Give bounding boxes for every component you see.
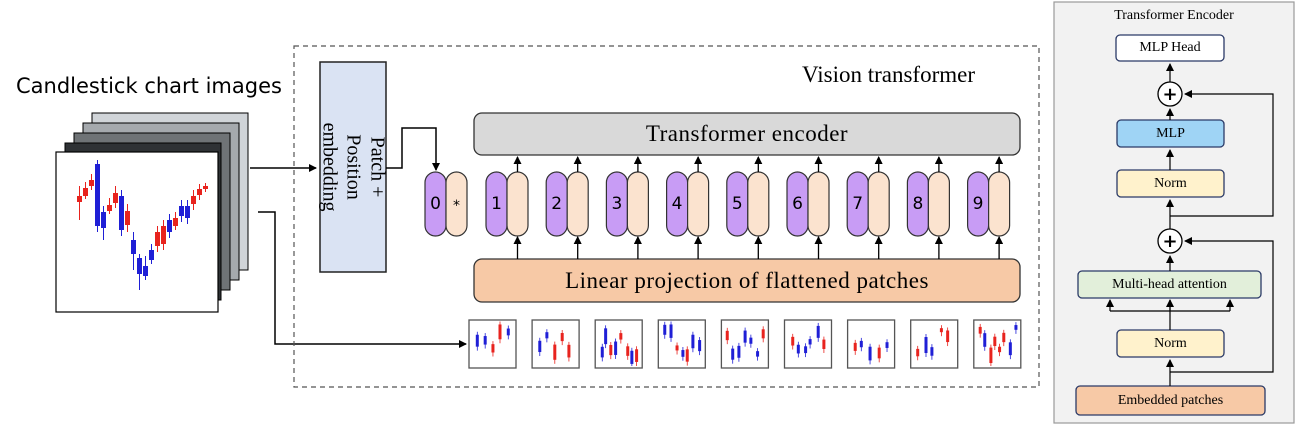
token-pair-4	[665, 156, 710, 259]
front-candle-body-10	[137, 258, 142, 274]
patch-thumb-5	[720, 319, 770, 369]
token-pair-1	[485, 156, 529, 259]
patch-embedding-label-wrap: Patch + Position embedding	[318, 62, 389, 272]
front-candle-body-12	[149, 250, 154, 260]
position-embedding-9	[987, 171, 1011, 237]
patch-thumb-8	[910, 319, 959, 369]
token-label-1: 1	[491, 194, 502, 214]
patch-thumb-6	[783, 319, 833, 369]
encoder-panel-bg	[1053, 1, 1295, 424]
position-embedding-5	[747, 171, 770, 237]
front-candle-body-21	[203, 186, 208, 189]
token-pair-6	[786, 156, 830, 259]
patch-embedding-label: Patch + Position embedding	[318, 122, 389, 212]
plus-bottom-symbol: +	[1162, 230, 1178, 252]
patch-thumb-2	[531, 319, 580, 369]
token-label-6: 6	[792, 194, 803, 214]
token-label-4: 4	[671, 194, 683, 214]
token-pair-0	[424, 171, 468, 237]
patch-thumb-9	[973, 319, 1022, 369]
stack-arrows	[250, 164, 467, 348]
token-pair-9	[966, 156, 1011, 259]
token-pair-3	[605, 156, 650, 259]
token-pair-5	[726, 156, 770, 259]
token-label-0: 0	[430, 194, 441, 214]
front-candle-body-5	[107, 205, 112, 211]
encoder-detail-panel	[1053, 1, 1295, 424]
token-pair-7	[846, 156, 890, 259]
front-candle-body-6	[113, 193, 118, 203]
token-label-7: 7	[852, 194, 864, 214]
patch-thumb-4	[657, 319, 706, 369]
front-candle-body-17	[179, 206, 184, 216]
token-label-2: 2	[551, 194, 563, 214]
front-candle-body-11	[143, 266, 148, 276]
arrow-to-patches	[258, 211, 467, 348]
vision-transformer-title: Vision transformer	[802, 62, 975, 87]
front-candle-body-20	[197, 189, 202, 195]
token-label-9: 9	[972, 194, 984, 214]
front-candle-body-8	[125, 211, 130, 225]
front-candle-body-14	[161, 226, 166, 244]
position-embedding-4	[686, 171, 710, 237]
mlp-label: MLP	[1156, 125, 1185, 141]
front-candle-body-13	[155, 232, 160, 246]
encoder-label: Transformer encoder	[645, 121, 849, 146]
patch-thumb-1	[468, 319, 517, 369]
position-embedding-1	[506, 171, 529, 237]
projection-label: Linear projection of flattened patches	[565, 267, 929, 293]
patch-thumb-7	[846, 319, 896, 369]
front-candle-body-2	[89, 180, 94, 186]
plus-top-symbol: +	[1162, 83, 1178, 105]
front-candle-body-7	[119, 196, 124, 230]
token-label-3: 3	[611, 194, 623, 214]
patch-thumb-3	[594, 319, 643, 369]
attention-label: Multi-head attention	[1112, 276, 1227, 292]
token-row	[424, 156, 1011, 259]
front-candle-body-4	[101, 212, 106, 228]
front-chart-image	[55, 151, 219, 313]
front-candle-body-15	[167, 220, 172, 232]
patch-thumbnails	[468, 319, 1022, 369]
class-token-marker: *	[453, 198, 460, 214]
norm-top-label: Norm	[1154, 175, 1187, 191]
mlp-head-label: MLP Head	[1139, 40, 1201, 55]
token-pair-2	[545, 156, 589, 259]
mlp-head-box	[1115, 34, 1225, 62]
position-embedding-2	[566, 171, 589, 237]
arrow-embedding-to-class-token	[386, 127, 440, 171]
front-candle-body-16	[173, 218, 178, 226]
front-candle-body-0	[77, 196, 82, 202]
encoder-detail-title: Transformer Encoder	[1114, 8, 1234, 23]
front-candle-body-9	[131, 240, 136, 254]
linear-projection-bar	[473, 258, 1021, 303]
front-candle-body-3	[95, 164, 100, 226]
token-label-5: 5	[731, 194, 743, 214]
position-embedding-3	[626, 171, 650, 237]
token-pair-8	[906, 156, 951, 259]
norm-bottom-label: Norm	[1154, 335, 1187, 351]
transformer-encoder-bar	[473, 112, 1021, 156]
vision-transformer-frame	[293, 45, 1040, 388]
position-embedding-6	[807, 171, 830, 237]
position-embedding-8	[927, 171, 951, 237]
front-candle-body-18	[185, 206, 190, 218]
front-candlestick-chart	[77, 160, 208, 290]
position-embedding-0	[445, 171, 468, 237]
position-embedding-7	[867, 171, 890, 237]
token-label-8: 8	[912, 194, 924, 214]
chart-image-stack	[55, 112, 249, 313]
embedded-patches-label: Embedded patches	[1117, 392, 1224, 408]
front-candle-body-19	[191, 196, 196, 204]
front-candle-body-1	[83, 188, 88, 196]
input-title: Candlestick chart images	[16, 74, 282, 98]
patch-position-embedding-box	[319, 61, 387, 273]
